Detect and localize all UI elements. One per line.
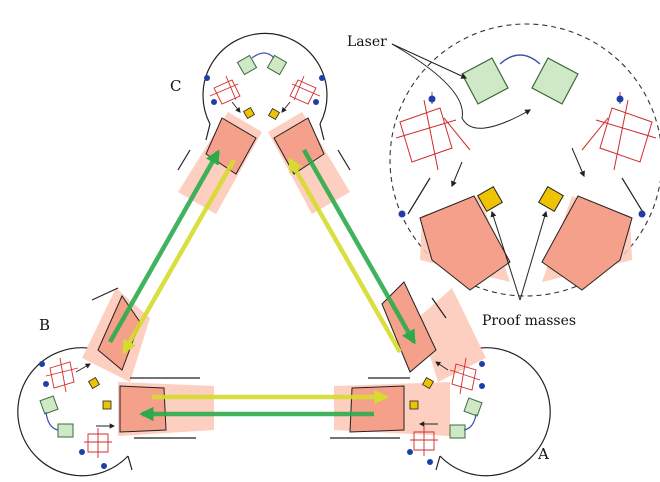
- optics-a-lower: [410, 426, 438, 456]
- inset-dashed-circle: [389, 23, 660, 297]
- detector-b-4: [101, 463, 107, 469]
- inset-proof-mass-left: [477, 186, 503, 212]
- inset-laser-left: [461, 57, 509, 105]
- inset-laser-right: [531, 57, 579, 105]
- spacecraft-b-hull: [17, 347, 129, 477]
- spacecraft-c-label: C: [170, 77, 182, 95]
- detector-c-4: [313, 99, 319, 105]
- beam-yellow-a-to-c: [288, 157, 402, 354]
- spacecraft-c-hull: [202, 32, 328, 125]
- proof-mass-b-upper: [87, 376, 101, 390]
- optics-c-right: [289, 75, 321, 105]
- detector-a-2: [479, 383, 485, 389]
- optics-b-upper: [45, 357, 79, 393]
- proof-mass-c-left: [242, 106, 256, 120]
- proof-mass-pointer-2: [519, 210, 548, 301]
- fiber-c: [251, 52, 275, 59]
- laser-c-right: [266, 54, 288, 76]
- callout-pointers: [391, 43, 548, 301]
- laser-b-lower: [57, 423, 74, 438]
- laser-pointer-1: [391, 43, 468, 79]
- optics-a-upper: [449, 357, 481, 395]
- proof-mass-c-right: [267, 107, 281, 121]
- inset-detector-3: [616, 95, 624, 103]
- proof-masses-callout-label: Proof masses: [482, 313, 577, 329]
- telescope-a-upper-glow: [418, 288, 486, 382]
- optics-b-lower: [84, 428, 112, 458]
- laser-pointer-2: [391, 43, 532, 129]
- detector-b-1: [39, 361, 45, 367]
- proof-mass-pointer-1: [490, 210, 521, 301]
- inset-detector-4: [638, 210, 646, 218]
- laser-a-upper: [463, 397, 483, 417]
- spacecraft-b-label: B: [39, 316, 51, 334]
- inset-fiber: [499, 54, 541, 65]
- fiber-a: [463, 413, 477, 431]
- telescope-b-lower-housing: [119, 385, 167, 433]
- detector-a-3: [427, 459, 433, 465]
- inset-optics-right: [581, 99, 657, 171]
- telescope-a-upper-housing: [381, 281, 437, 373]
- telescope-a-lower-housing: [349, 385, 405, 433]
- inset-telescope-right-housing: [541, 195, 633, 291]
- detector-b-3: [79, 449, 85, 455]
- optics-c-left: [209, 75, 241, 105]
- laser-c-left: [236, 54, 258, 76]
- detector-b-2: [43, 381, 49, 387]
- inset-telescope-left-housing: [419, 195, 511, 291]
- inset-detector-1: [428, 95, 436, 103]
- beam-yellow-c-to-b: [122, 158, 236, 355]
- spacecraft-a: [330, 281, 551, 477]
- spacecraft-a-label: A: [538, 445, 549, 463]
- inset-proof-mass-right: [538, 186, 564, 212]
- laser-links: [108, 148, 416, 422]
- proof-mass-a-upper: [421, 376, 435, 390]
- detector-c-3: [319, 75, 325, 81]
- proof-mass-b-lower: [102, 400, 112, 410]
- fiber-b: [45, 411, 59, 431]
- beam-green-b-to-c: [108, 149, 220, 344]
- inset-detector-2: [398, 210, 406, 218]
- magnified-inset: [389, 23, 660, 297]
- detector-a-1: [479, 361, 485, 367]
- detector-c-2: [211, 99, 217, 105]
- laser-callout-label: Laser: [347, 34, 387, 50]
- detector-a-4: [407, 449, 413, 455]
- laser-b-upper: [39, 395, 59, 415]
- inset-optics-left: [395, 99, 471, 171]
- laser-a-lower: [449, 424, 466, 439]
- proof-mass-a-lower: [409, 400, 419, 410]
- spacecraft-a-hull: [439, 347, 551, 477]
- beam-green-c-to-a: [302, 148, 416, 345]
- detector-c-1: [204, 75, 210, 81]
